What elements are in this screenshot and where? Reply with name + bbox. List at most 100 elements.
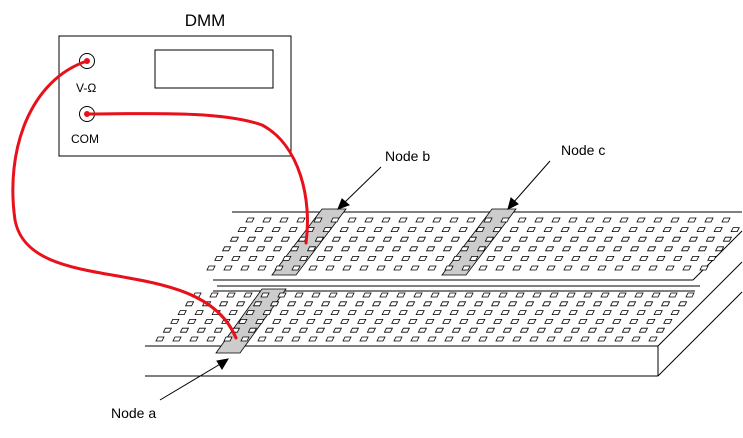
upper-hole (257, 265, 267, 271)
lower-hole (549, 292, 559, 298)
upper-hole (529, 265, 539, 271)
lower-hole (580, 336, 590, 342)
lower-hole (281, 327, 292, 333)
upper-hole (646, 246, 657, 252)
upper-hole (662, 227, 672, 233)
lower-hole (663, 318, 673, 324)
lower-hole (634, 292, 644, 298)
upper-hole (280, 236, 291, 242)
upper-hole (486, 255, 496, 261)
lower-hole (629, 318, 639, 324)
lower-hole (374, 318, 384, 324)
upper-hole (240, 265, 250, 271)
lower-hole (357, 318, 367, 324)
lower-hole (643, 301, 654, 307)
terminal-v-ohm-label: V-Ω (76, 81, 96, 95)
upper-hole (381, 217, 391, 223)
lower-hole (303, 301, 314, 307)
upper-hole (231, 255, 241, 261)
lower-hole (340, 318, 350, 324)
lower-hole (461, 336, 471, 342)
lower-hole (595, 318, 605, 324)
upper-hole (444, 265, 454, 271)
upper-hole (534, 217, 544, 223)
upper-hole (594, 227, 604, 233)
lower-hole (269, 301, 280, 307)
upper-hole (510, 246, 521, 252)
lower-hole (442, 318, 452, 324)
lower-hole (223, 336, 233, 342)
upper-hole (670, 217, 680, 223)
lower-hole (575, 301, 586, 307)
lower-hole (204, 318, 214, 324)
lower-hole (277, 292, 287, 298)
upper-hole (714, 246, 725, 252)
lower-hole (379, 292, 389, 298)
lower-hole (668, 292, 678, 298)
upper-hole (357, 246, 368, 252)
lower-hole (337, 301, 348, 307)
upper-hole (612, 246, 623, 252)
lower-hole (604, 327, 615, 333)
lower-hole (447, 292, 457, 298)
lower-hole (583, 292, 593, 298)
lower-hole (498, 292, 508, 298)
lower-hole (617, 292, 627, 298)
upper-hole (493, 246, 504, 252)
lower-hole (313, 310, 323, 316)
lower-hole (274, 336, 284, 342)
lower-hole (381, 310, 391, 316)
upper-hole (364, 217, 374, 223)
lower-hole (609, 301, 620, 307)
lower-hole (493, 318, 503, 324)
lower-hole (466, 310, 476, 316)
lower-hole (587, 327, 598, 333)
lower-hole (685, 292, 695, 298)
upper-hole (551, 217, 561, 223)
upper-hole (425, 246, 436, 252)
lower-hole (255, 318, 265, 324)
upper-hole (291, 265, 301, 271)
upper-hole (271, 227, 281, 233)
lower-hole (383, 327, 394, 333)
lower-hole (485, 327, 496, 333)
lower-hole (517, 310, 527, 316)
upper-hole (690, 255, 700, 261)
upper-hole (687, 217, 697, 223)
lower-hole (325, 336, 335, 342)
lower-hole (430, 292, 440, 298)
lower-hole (162, 327, 173, 333)
upper-hole (620, 236, 631, 242)
lower-hole (245, 310, 255, 316)
upper-hole (206, 265, 216, 271)
lower-hole (444, 336, 454, 342)
upper-hole (619, 217, 629, 223)
lower-hole (529, 336, 539, 342)
upper-hole (578, 246, 589, 252)
upper-hole (721, 217, 731, 223)
lower-hole (544, 318, 554, 324)
lower-hole (422, 301, 433, 307)
lower-hole (651, 292, 661, 298)
lower-hole (396, 292, 406, 298)
lower-hole (597, 336, 607, 342)
lower-hole (541, 301, 552, 307)
lower-hole (240, 336, 250, 342)
lower-hole (612, 318, 622, 324)
upper-hole (520, 255, 530, 261)
lower-hole (289, 318, 299, 324)
upper-hole (441, 227, 451, 233)
lower-hole (155, 336, 165, 342)
upper-hole (263, 236, 274, 242)
lower-hole (638, 327, 649, 333)
upper-hole (348, 236, 359, 242)
lower-hole (391, 318, 401, 324)
upper-hole (512, 265, 522, 271)
upper-hole (656, 255, 666, 261)
lower-hole (410, 336, 420, 342)
upper-hole (214, 255, 224, 261)
upper-hole (356, 227, 366, 233)
lower-hole (512, 336, 522, 342)
upper-hole (682, 265, 692, 271)
